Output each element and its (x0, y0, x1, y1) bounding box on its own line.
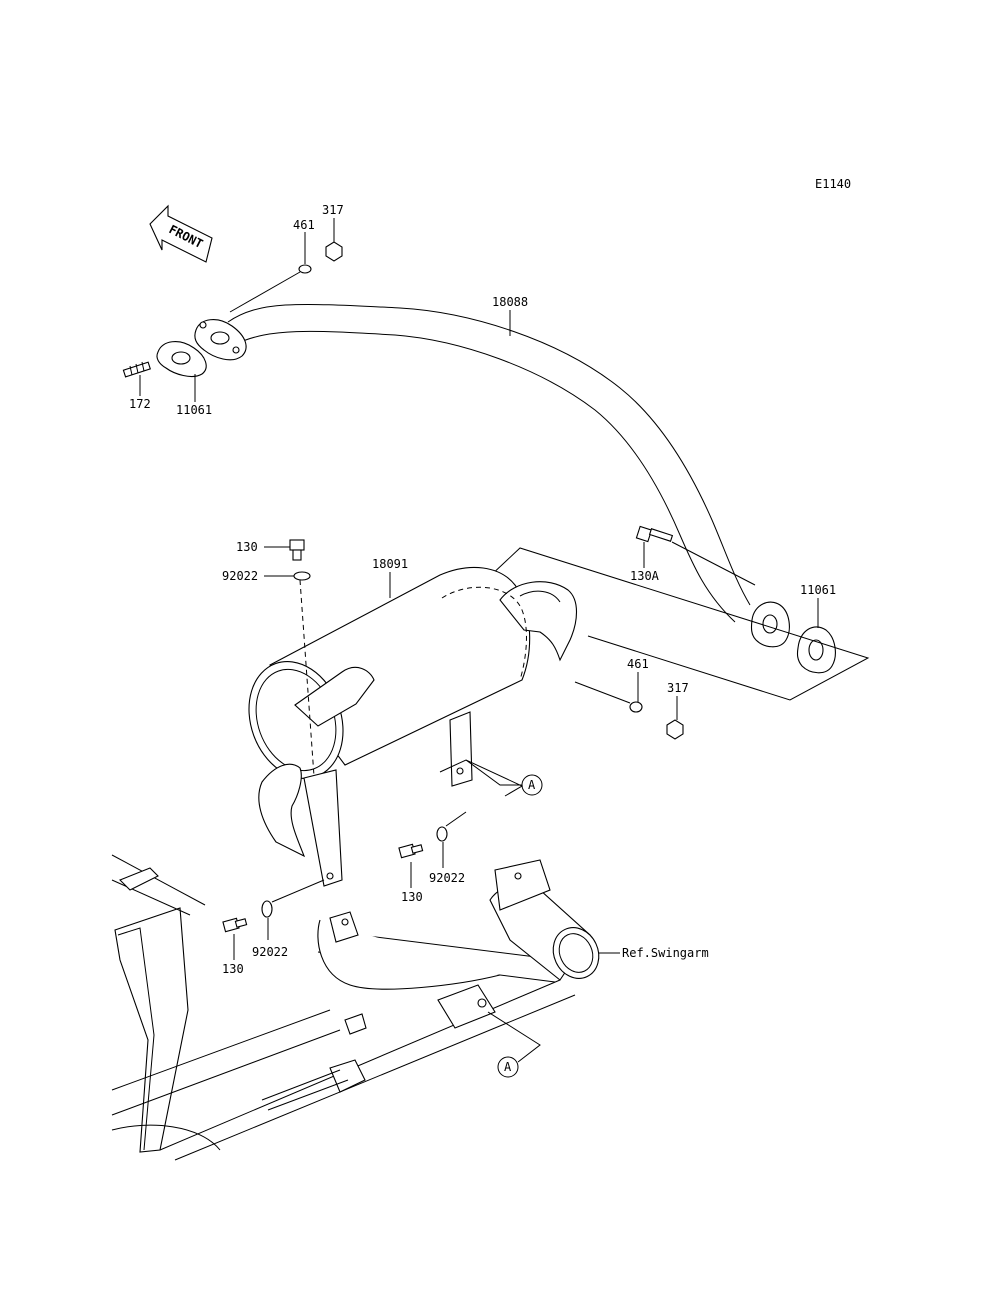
ref-a-lower: A (504, 1060, 512, 1074)
callout-92022-mid: 92022 (429, 871, 465, 885)
callout-130-lower: 130 (222, 962, 244, 976)
callout-130-top: 130 (236, 540, 258, 554)
washer-icon (298, 264, 312, 274)
ref-a-upper: A (528, 778, 536, 792)
rear-gasket (796, 626, 836, 674)
callout-317-lower: 317 (667, 681, 689, 695)
callout-11061-upper: 11061 (176, 403, 212, 417)
diagram-code: E1140 (815, 177, 851, 191)
washer-icon (261, 900, 273, 918)
callout-130-mid: 130 (401, 890, 423, 904)
ref-a-lower-icon (497, 1056, 519, 1078)
muffler (248, 566, 578, 887)
stud-bolt (122, 361, 151, 378)
bolt-130-icon (398, 843, 424, 859)
nut-icon (325, 241, 343, 262)
front-arrow-icon: FRONT (149, 204, 213, 263)
ref-swingarm-label: Ref.Swingarm (622, 946, 709, 960)
nut-icon (666, 719, 684, 740)
washer-icon (436, 826, 448, 842)
callout-11061-lower: 11061 (800, 583, 836, 597)
callout-18091: 18091 (372, 557, 408, 571)
washer-icon (293, 571, 311, 581)
bolt-130-icon (222, 917, 248, 933)
callout-18088: 18088 (492, 295, 528, 309)
bolt-130A-icon (635, 525, 674, 543)
callout-317-upper: 317 (322, 203, 344, 217)
callout-92022-lower: 92022 (252, 945, 288, 959)
bolt-130-icon (289, 539, 305, 561)
washer-icon (629, 701, 643, 713)
callout-172: 172 (129, 397, 151, 411)
callout-92022-top: 92022 (222, 569, 258, 583)
vehicle-frame (111, 854, 600, 1161)
callout-461-lower: 461 (627, 657, 649, 671)
callout-130A: 130A (630, 569, 660, 583)
callout-461-upper: 461 (293, 218, 315, 232)
front-gasket (156, 341, 207, 377)
